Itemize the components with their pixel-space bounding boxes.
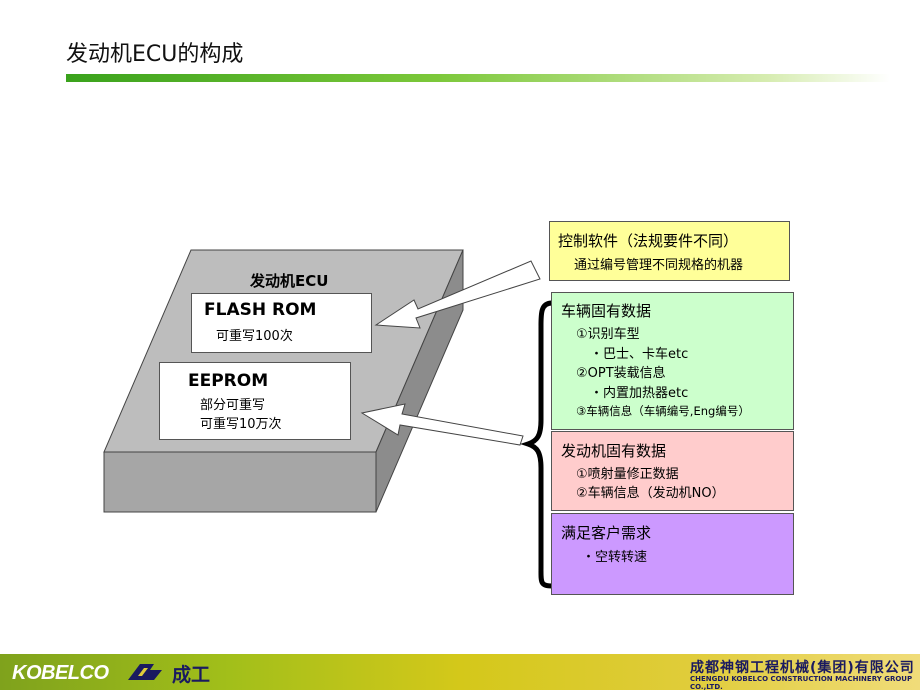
customer-needs-title: 满足客户需求 [561, 524, 652, 542]
company-short-name: 成工 [172, 664, 211, 686]
vehicle-data-line-2: ・巴士、卡车etc [590, 347, 689, 362]
engine-data-title: 发动机固有数据 [561, 442, 667, 460]
ecu-label: 发动机ECU [250, 272, 329, 290]
kobelco-logo: KOBELCO [12, 662, 109, 684]
software-box: 控制软件（法规要件不同） 通过编号管理不同规格的机器 [549, 221, 790, 281]
vehicle-data-line-1: ①识别车型 [576, 327, 640, 342]
ecu-slab-front [103, 451, 377, 513]
eeprom-box: EEPROM 部分可重写 可重写10万次 [159, 362, 351, 440]
curly-brace [520, 300, 555, 589]
vehicle-data-title: 车辆固有数据 [561, 302, 652, 320]
software-line-1: 通过编号管理不同规格的机器 [574, 258, 744, 273]
slide-title: 发动机ECU的构成 [66, 42, 244, 67]
vehicle-data-box: 车辆固有数据 ①识别车型 ・巴士、卡车etc ②OPT装载信息 ・内置加热器et… [551, 292, 794, 430]
arrow-software-to-rom [374, 260, 541, 329]
vehicle-data-line-5: ③车辆信息（车辆编号,Eng编号） [576, 404, 750, 418]
vehicle-data-line-4: ・内置加热器etc [590, 386, 689, 401]
flash-rom-note: 可重写100次 [216, 329, 293, 344]
arrow-data-to-eeprom [360, 403, 524, 446]
eeprom-note-2: 可重写10万次 [200, 417, 282, 432]
footer-bar: KOBELCO 成工 成都神钢工程机械(集团)有限公司 CHENGDU KOBE… [0, 654, 920, 691]
company-name-cn: 成都神钢工程机械(集团)有限公司 [690, 660, 915, 676]
title-underline [66, 74, 890, 82]
eeprom-note-1: 部分可重写 [200, 398, 266, 413]
flash-rom-title: FLASH ROM [204, 300, 317, 320]
software-title: 控制软件（法规要件不同） [558, 232, 739, 250]
customer-needs-box: 满足客户需求 ・空转转速 [551, 513, 794, 595]
eeprom-title: EEPROM [188, 371, 269, 391]
company-emblem-icon [128, 664, 162, 680]
engine-data-line-1: ①喷射量修正数据 [576, 467, 679, 482]
customer-needs-line-1: ・空转转速 [582, 550, 648, 565]
company-name-en: CHENGDU KOBELCO CONSTRUCTION MACHINERY G… [690, 675, 913, 691]
engine-data-line-2: ②车辆信息（发动机NO） [576, 486, 725, 501]
vehicle-data-line-3: ②OPT装载信息 [576, 366, 666, 381]
engine-data-box: 发动机固有数据 ①喷射量修正数据 ②车辆信息（发动机NO） [551, 431, 794, 511]
flash-rom-box: FLASH ROM 可重写100次 [191, 293, 372, 353]
